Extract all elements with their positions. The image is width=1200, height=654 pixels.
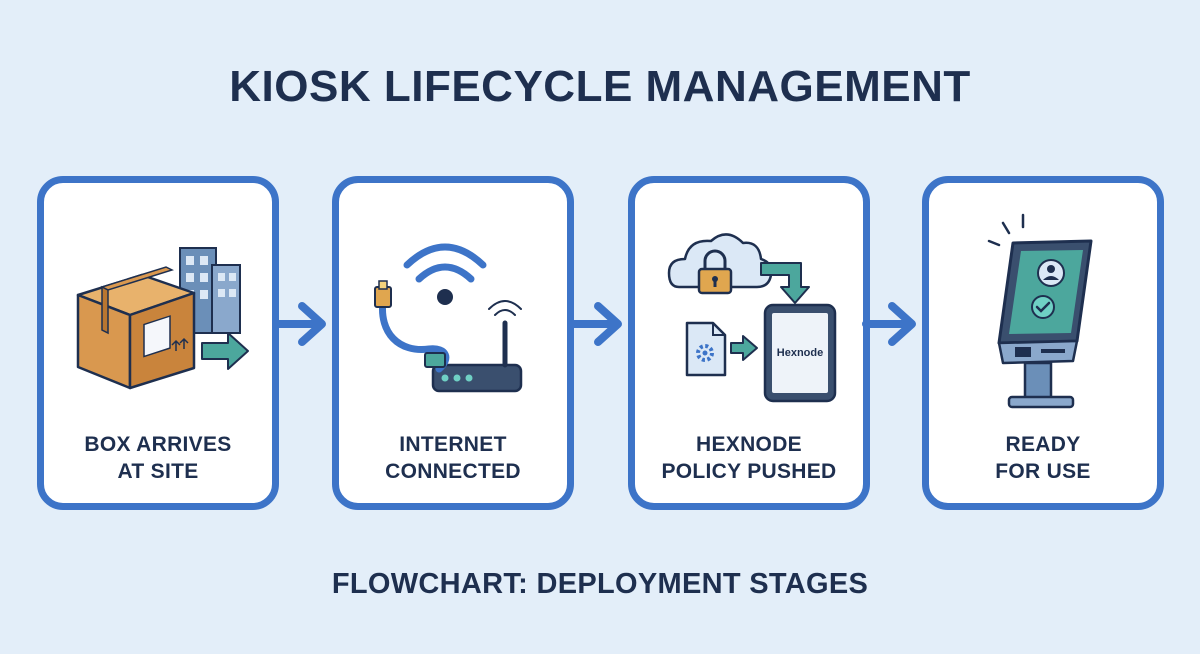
diagram-title: KIOSK LIFECYCLE MANAGEMENT — [229, 62, 971, 111]
arrow-right-icon — [862, 302, 916, 346]
stage-card-ready-for-use: READY FOR USE — [922, 176, 1164, 510]
stage-card-box-arrives: BOX ARRIVES AT SITE — [37, 176, 279, 510]
stage-label-box-arrives: BOX ARRIVES AT SITE — [84, 433, 232, 483]
wifi-router-icon — [374, 243, 523, 393]
diagram-subtitle: FLOWCHART: DEPLOYMENT STAGES — [331, 568, 869, 600]
arrow-right-icon — [568, 302, 622, 346]
stage-label-ready-for-use: READY FOR USE — [995, 433, 1091, 483]
package-box-icon — [76, 247, 249, 390]
arrow-right-icon — [272, 302, 326, 346]
cloud-lock-tablet-icon: Hexnode — [667, 233, 837, 403]
stage-label-policy-pushed: HEXNODE POLICY PUSHED — [661, 433, 837, 483]
tablet-brand-text: Hexnode — [777, 347, 823, 359]
stage-label-internet-connected: INTERNET CONNECTED — [385, 433, 521, 483]
stage-card-internet-connected: INTERNET CONNECTED — [332, 176, 574, 510]
stage-card-policy-pushed: Hexnode HEXNODE POLICY PUSHED — [628, 176, 870, 510]
kiosk-icon — [987, 213, 1093, 409]
